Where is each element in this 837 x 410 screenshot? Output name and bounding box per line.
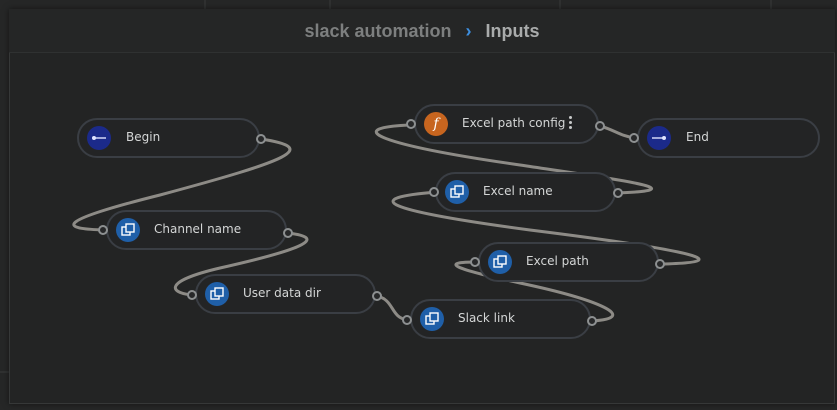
node-slack-link-input-port[interactable] <box>402 315 412 325</box>
variable-icon <box>205 282 229 306</box>
node-slack-link[interactable]: Slack link <box>410 299 591 339</box>
variable-icon <box>488 250 512 274</box>
node-begin-label: Begin <box>126 130 161 144</box>
pin-in-icon <box>647 126 671 150</box>
node-channel-name-input-port[interactable] <box>98 225 108 235</box>
pin-out-icon <box>87 126 111 150</box>
node-channel-name-label: Channel name <box>154 222 242 236</box>
node-excel-path-config[interactable]: f Excel path config <box>414 104 599 144</box>
wire-begin-to-channel-name <box>72 137 292 232</box>
wire-channel-name-to-user-data-dir <box>173 231 309 297</box>
node-excel-path-label: Excel path <box>526 254 589 268</box>
node-begin[interactable]: Begin <box>77 118 260 158</box>
more-options-icon[interactable] <box>569 114 573 134</box>
wire-excel-path-to-excel-name <box>391 190 701 266</box>
breadcrumb-separator-icon: › <box>465 20 472 41</box>
node-excel-name-output-port[interactable] <box>613 188 623 198</box>
node-excel-path-config-input-port[interactable] <box>406 119 416 129</box>
node-excel-name[interactable]: Excel name <box>435 172 616 212</box>
breadcrumb-parent[interactable]: slack automation <box>304 20 452 41</box>
node-channel-name-output-port[interactable] <box>283 228 293 238</box>
variable-icon <box>116 218 140 242</box>
node-user-data-dir[interactable]: User data dir <box>195 274 376 314</box>
wire-excel-name-to-excel-path-config <box>374 123 654 195</box>
node-excel-path[interactable]: Excel path <box>478 242 659 282</box>
node-user-data-dir-input-port[interactable] <box>187 290 197 300</box>
node-user-data-dir-output-port[interactable] <box>372 291 382 301</box>
breadcrumb: slack automation › Inputs <box>9 9 835 53</box>
node-end[interactable]: End <box>637 118 820 158</box>
node-excel-path-input-port[interactable] <box>470 257 480 267</box>
variable-icon <box>420 307 444 331</box>
node-excel-path-config-output-port[interactable] <box>595 121 605 131</box>
node-user-data-dir-label: User data dir <box>243 286 321 300</box>
node-slack-link-output-port[interactable] <box>587 316 597 326</box>
node-excel-name-input-port[interactable] <box>429 187 439 197</box>
node-end-label: End <box>686 130 709 144</box>
graph-header: slack automation › Inputs <box>9 9 835 53</box>
node-begin-output-port[interactable] <box>256 134 266 144</box>
variable-icon <box>445 180 469 204</box>
node-excel-path-output-port[interactable] <box>655 259 665 269</box>
node-end-input-port[interactable] <box>629 133 639 143</box>
node-excel-name-label: Excel name <box>483 184 553 198</box>
node-channel-name[interactable]: Channel name <box>106 210 287 250</box>
wire-slack-link-to-excel-path <box>454 260 615 323</box>
graph-panel[interactable] <box>9 9 835 404</box>
breadcrumb-current: Inputs <box>485 20 540 41</box>
node-slack-link-label: Slack link <box>458 311 515 325</box>
function-icon: f <box>424 112 448 136</box>
node-excel-path-config-label: Excel path config <box>462 116 566 130</box>
